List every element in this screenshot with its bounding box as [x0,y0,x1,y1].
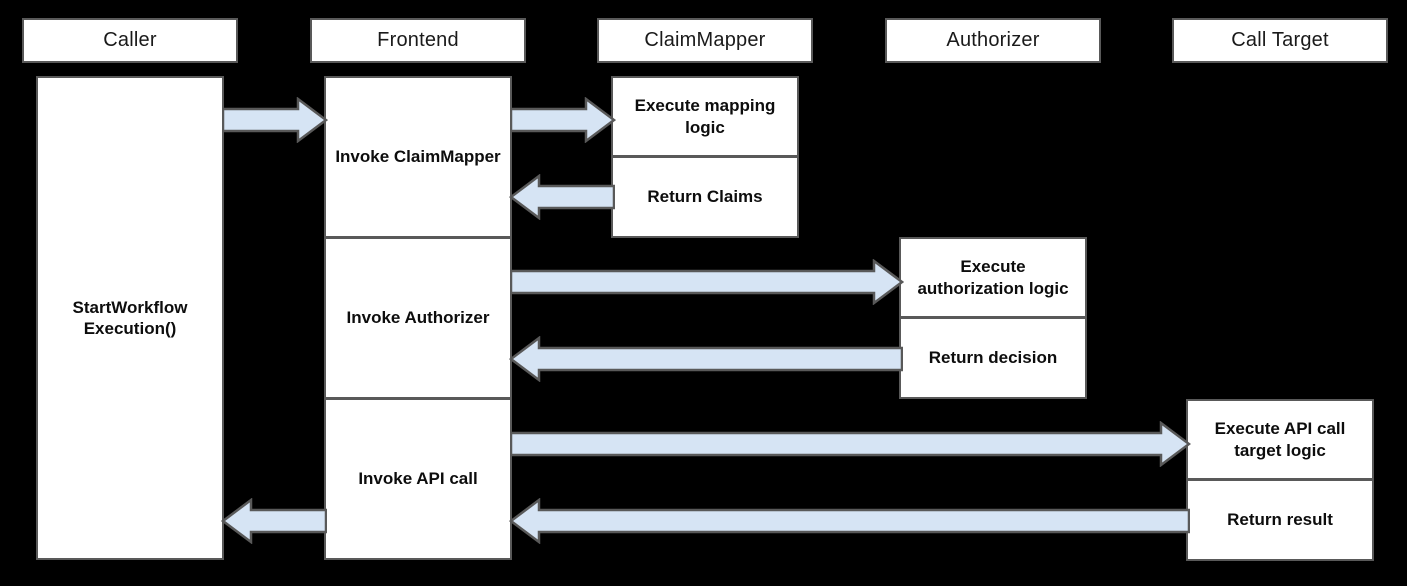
activation-frontend-invoke-api-call: Invoke API call [324,398,512,560]
lifeline-label-calltarget: Call Target [1231,29,1329,51]
activation-label-cm-2: Return Claims [647,187,763,207]
message-arrow-authorizer-to-frontend [509,336,903,382]
activation-label-az-2: Return decision [928,348,1058,368]
lifeline-label-caller: Caller [103,29,157,51]
message-arrow-frontend-to-authorizer [510,259,904,305]
activation-calltarget-execute-api-call-target-logic: Execute API call target logic [1186,399,1374,480]
activation-frontend-invoke-authorizer: Invoke Authorizer [324,237,512,399]
lifeline-label-authorizer: Authorizer [946,29,1040,51]
message-arrow-frontend-to-claimmapper [510,97,616,143]
activation-label-frontend-3: Invoke API call [358,469,478,489]
activation-label-cm-1: Execute mapping logic [634,96,776,137]
activation-frontend-invoke-claimmapper: Invoke ClaimMapper [324,76,512,238]
message-arrow-frontend-to-caller [221,498,327,544]
lifeline-header-claimmapper: ClaimMapper [597,18,813,63]
activation-authorizer-return-decision: Return decision [899,317,1087,399]
activation-authorizer-execute-authorization-logic: Execute authorization logic [899,237,1087,318]
activation-calltarget-return-result: Return result [1186,479,1374,561]
lifeline-label-claimmapper: ClaimMapper [644,29,766,51]
activation-label-ct-2: Return result [1227,510,1333,530]
activation-caller-main: StartWorkflow Execution() [36,76,224,560]
message-arrow-calltarget-to-frontend [509,498,1190,544]
message-arrow-frontend-to-calltarget [510,421,1191,467]
message-arrow-caller-to-frontend [222,97,328,143]
message-arrow-claimmapper-to-frontend [509,174,615,220]
activation-label-frontend-1: Invoke ClaimMapper [335,147,501,167]
activation-label-caller-main: StartWorkflow Execution() [72,297,188,338]
lifeline-header-caller: Caller [22,18,238,63]
lifeline-header-calltarget: Call Target [1172,18,1388,63]
lifeline-header-authorizer: Authorizer [885,18,1101,63]
lifeline-label-frontend: Frontend [377,29,459,51]
activation-label-az-1: Execute authorization logic [917,257,1069,298]
activation-label-frontend-2: Invoke Authorizer [346,308,490,328]
lifeline-header-frontend: Frontend [310,18,526,63]
activation-claimmapper-return-claims: Return Claims [611,156,799,238]
activation-label-ct-1: Execute API call target logic [1214,419,1346,460]
activation-claimmapper-execute-mapping-logic: Execute mapping logic [611,76,799,157]
